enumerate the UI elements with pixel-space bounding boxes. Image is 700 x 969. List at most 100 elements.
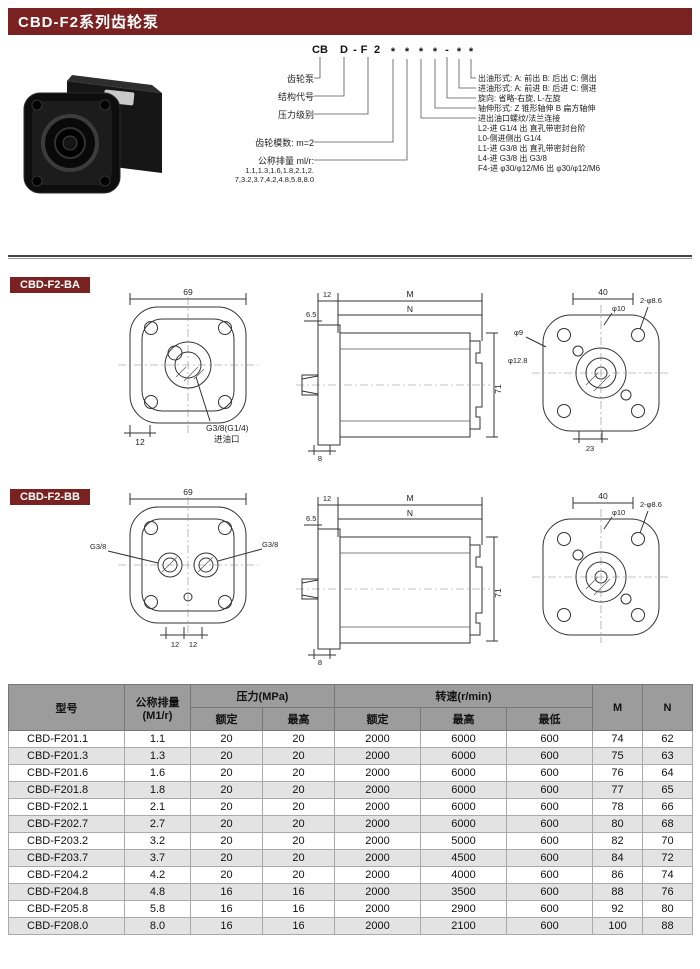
dim-label: 12 [323, 494, 331, 503]
dim-label: 40 [598, 491, 608, 501]
dim-label: 12 [171, 640, 179, 649]
spec-table: 型号 公称排量 (M1/r) 压力(MPa) 转速(r/min) M N 额定 … [8, 684, 694, 935]
value-cell: 20 [190, 849, 263, 867]
value-cell: 2.1 [124, 798, 191, 816]
header-displacement-line2: (M1/r) [142, 709, 173, 722]
value-cell: 2000 [334, 730, 422, 748]
code-right-label: L0-侧进侧出 G1/4 [478, 134, 542, 143]
bb-rear-view: 40 φ10 2-φ8.6 [532, 491, 670, 643]
value-cell: 3.2 [124, 832, 191, 850]
value-cell: 78 [592, 798, 644, 816]
header-speed-max: 最高 [420, 707, 508, 731]
value-cell: 20 [261, 815, 336, 833]
value-cell: 600 [506, 747, 594, 765]
dim-label: 2-φ8.6 [640, 296, 662, 305]
model-code-section: CB D - F 2 * * * * - * * 齿轮泵 结构代号 压力级别 [8, 35, 692, 251]
value-cell: 20 [261, 849, 336, 867]
value-cell: 16 [261, 883, 336, 901]
header-speed-rated: 额定 [334, 707, 422, 731]
dim-label: M [406, 493, 413, 503]
code-left-label: 结构代号 [277, 92, 314, 102]
model-code-diagram: CB D - F 2 * * * * - * * [312, 44, 476, 161]
value-cell: 64 [642, 764, 694, 782]
value-cell: 600 [506, 781, 594, 799]
header-pressure-rated: 额定 [190, 707, 263, 731]
code-token: 2 [374, 44, 380, 56]
section-label-bb: CBD-F2-BB [10, 489, 90, 505]
value-cell: 1.8 [124, 781, 191, 799]
code-right-label: L4-进 G3/8 出 G3/8 [478, 154, 547, 163]
value-cell: 2.7 [124, 815, 191, 833]
code-right-label: 进油形式: A: 前进 B: 后进 C: 侧进 [478, 84, 597, 93]
ba-side-view: 12 M N 6.5 8 71 [296, 289, 503, 463]
model-cell: CBD-F201.1 [8, 730, 125, 748]
value-cell: 4500 [420, 849, 508, 867]
value-cell: 92 [592, 900, 644, 918]
dim-label: 2-φ8.6 [640, 500, 662, 509]
value-cell: 2000 [334, 900, 422, 918]
model-cell: CBD-F202.7 [8, 815, 125, 833]
value-cell: 84 [592, 849, 644, 867]
value-cell: 16 [261, 900, 336, 918]
bb-side-view: 12 M N 6.5 8 71 [296, 493, 503, 667]
code-token: * [405, 46, 410, 58]
ba-drawing: 69 G3/8(G1/4) 进油口 12 12 M N 6.5 [118, 287, 670, 463]
model-cell: CBD-F204.8 [8, 883, 125, 901]
value-cell: 2000 [334, 764, 422, 782]
value-cell: 6000 [420, 798, 508, 816]
value-cell: 65 [642, 781, 694, 799]
value-cell: 2000 [334, 832, 422, 850]
value-cell: 2000 [334, 866, 422, 884]
value-cell: 600 [506, 883, 594, 901]
value-cell: 20 [190, 781, 263, 799]
value-cell: 20 [190, 764, 263, 782]
code-token: * [433, 46, 438, 58]
value-cell: 3500 [420, 883, 508, 901]
code-token: CB [312, 44, 328, 56]
value-cell: 20 [261, 832, 336, 850]
dim-label: N [407, 508, 413, 518]
value-cell: 1.3 [124, 747, 191, 765]
value-cell: 8.0 [124, 917, 191, 935]
value-cell: 6000 [420, 730, 508, 748]
code-token: D [340, 44, 348, 56]
value-cell: 600 [506, 798, 594, 816]
value-cell: 600 [506, 815, 594, 833]
value-cell: 20 [261, 866, 336, 884]
page-title-bar: CBD-F2系列齿轮泵 [8, 8, 692, 35]
model-cell: CBD-F202.1 [8, 798, 125, 816]
value-cell: 2000 [334, 917, 422, 935]
value-cell: 62 [642, 730, 694, 748]
value-cell: 70 [642, 832, 694, 850]
value-cell: 600 [506, 832, 594, 850]
model-cell: CBD-F201.8 [8, 781, 125, 799]
code-connector-lines [314, 57, 476, 161]
value-cell: 80 [592, 815, 644, 833]
value-cell: 2000 [334, 883, 422, 901]
value-cell: 2100 [420, 917, 508, 935]
value-cell: 68 [642, 815, 694, 833]
model-cell: CBD-F205.8 [8, 900, 125, 918]
value-cell: 16 [261, 917, 336, 935]
code-left-label: 压力级别 [277, 110, 314, 120]
section-bb: CBD-F2-BB 69 G3/8 G3/8 12 12 12 M N [8, 475, 692, 680]
value-cell: 76 [592, 764, 644, 782]
code-token: * [391, 46, 396, 58]
value-cell: 100 [592, 917, 644, 935]
value-cell: 63 [642, 747, 694, 765]
code-right-label: L1-进 G3/8 出 直孔带密封台阶 [478, 144, 586, 153]
code-left-label: 齿轮模数: m=2 [255, 138, 314, 148]
model-cell: CBD-F203.2 [8, 832, 125, 850]
dim-label: φ10 [612, 304, 625, 313]
dim-label: M [406, 289, 413, 299]
dim-label: 12 [189, 640, 197, 649]
code-left-label: 公称排量 ml/r: [258, 156, 314, 166]
value-cell: 88 [642, 917, 694, 935]
model-cell: CBD-F201.6 [8, 764, 125, 782]
value-cell: 6000 [420, 815, 508, 833]
